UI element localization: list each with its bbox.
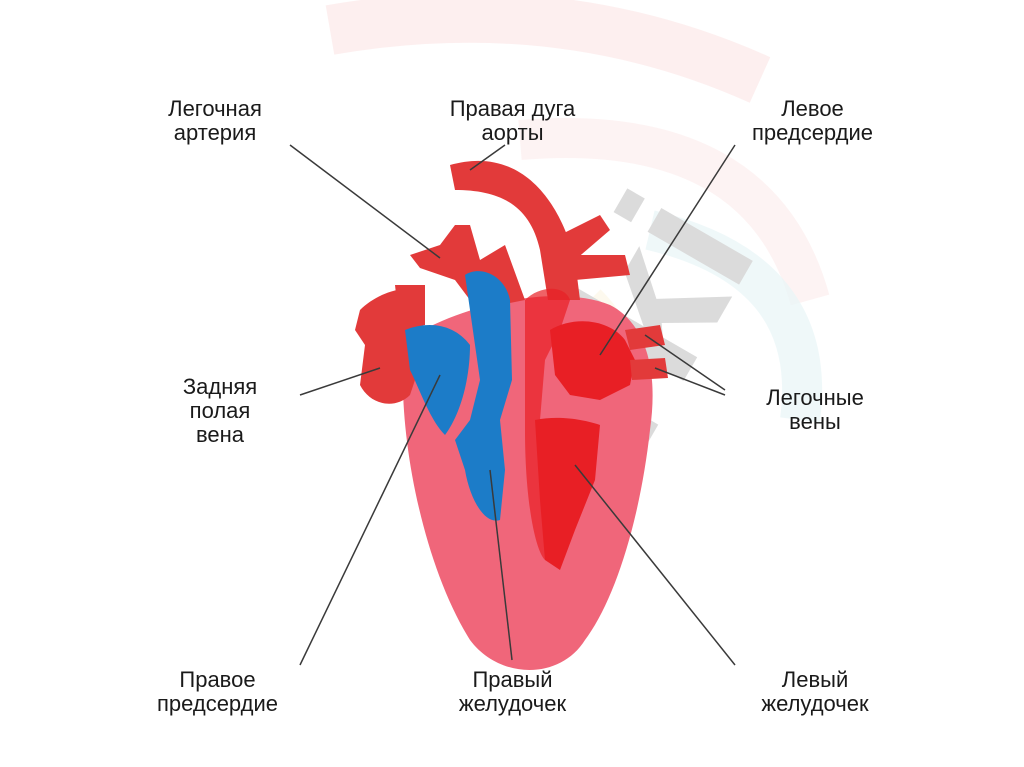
aorta-branch [560, 215, 610, 260]
pulmonary-vein-2 [630, 358, 668, 380]
label-right-ventricle-line1: Правый [472, 667, 553, 692]
label-pulmonary-artery-line1: Легочная [168, 96, 262, 121]
label-right-aortic-arch-line2: аорты [481, 120, 544, 145]
label-pulmonary-veins-line1: Легочные [766, 385, 864, 410]
leader-pulmonary-artery [289, 144, 441, 259]
label-right-atrium-line1: Правое [179, 667, 256, 692]
label-right-ventricle-line2: желудочек [458, 691, 567, 716]
label-pulmonary-veins-line2: вены [789, 409, 841, 434]
label-right-atrium-line2: предсердие [156, 691, 279, 716]
label-posterior-vena-cava: Задняя полая вена [165, 375, 275, 447]
leader-left-ventricle [574, 464, 736, 666]
leader-vena-cava [299, 367, 381, 396]
label-right-aortic-arch: Правая дуга аорты [430, 97, 595, 145]
aorta-branch-2 [570, 255, 630, 280]
label-vena-cava-line2: полая [189, 398, 251, 423]
label-left-atrium-line2: предсердие [751, 120, 874, 145]
label-left-ventricle-line2: желудочек [761, 691, 869, 716]
left-atrium-red [550, 321, 635, 400]
label-vena-cava-line1: Задняя [182, 374, 258, 399]
right-ventricle-blue [455, 271, 512, 521]
label-pulmonary-artery: Легочная артерия [150, 97, 280, 145]
label-right-atrium: Правое предсердие [135, 668, 300, 716]
leader-pulmonary-vein-1 [644, 334, 726, 391]
leader-aortic-arch [469, 144, 506, 171]
left-ventricle-red [535, 417, 600, 570]
left-chamber-outline [525, 288, 570, 560]
pulmonary-vein-1 [625, 325, 665, 350]
aortic-arch [450, 160, 580, 300]
label-pulmonary-veins: Легочные вены [745, 386, 885, 434]
label-right-ventricle: Правый желудочек [440, 668, 585, 716]
label-pulmonary-artery-line2: артерия [173, 120, 257, 145]
leader-left-atrium [599, 144, 736, 356]
leader-lines [289, 144, 736, 666]
leader-pulmonary-vein-2 [654, 367, 726, 396]
label-vena-cava-line3: вена [195, 422, 245, 447]
label-left-ventricle: Левый желудочек [740, 668, 890, 716]
label-right-aortic-arch-line1: Правая дуга [449, 96, 576, 121]
label-left-atrium-line1: Левое [781, 96, 844, 121]
label-left-atrium: Левое предсердие [735, 97, 890, 145]
leader-right-atrium [299, 374, 441, 666]
leader-right-ventricle [489, 469, 513, 661]
label-left-ventricle-line1: Левый [781, 667, 849, 692]
vena-cava-top [395, 285, 425, 330]
